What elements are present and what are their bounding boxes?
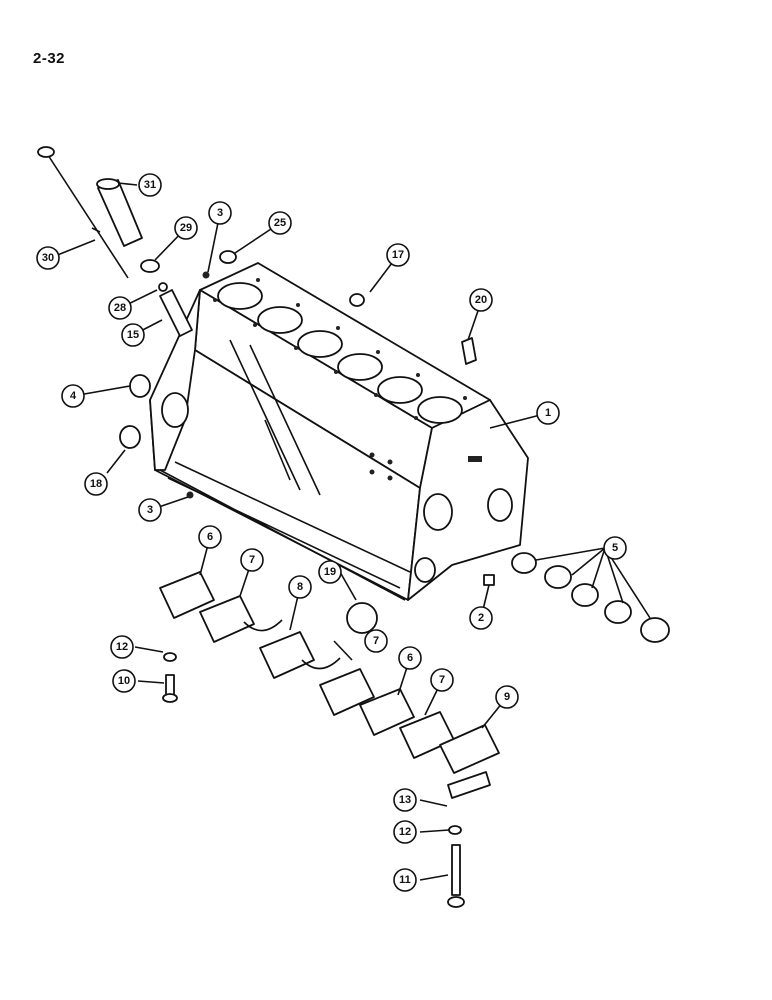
- o-ring: [158, 282, 168, 292]
- callout-7-right: 7: [430, 668, 454, 692]
- callout-3-top: 3: [208, 201, 232, 225]
- callout-25: 25: [268, 211, 292, 235]
- cylinder-block: [149, 262, 529, 601]
- callout-label: 7: [373, 635, 379, 647]
- callout-3-bottom: 3: [138, 498, 162, 522]
- callout-label: 9: [504, 691, 510, 703]
- callout-label: 15: [127, 329, 139, 341]
- callout-29: 29: [174, 216, 198, 240]
- callout-6-right: 6: [398, 646, 422, 670]
- callout-label: 6: [407, 652, 413, 664]
- callout-label: 1: [545, 407, 551, 419]
- callout-20: 20: [469, 288, 493, 312]
- callout-30: 30: [36, 246, 60, 270]
- callout-2: 2: [469, 606, 493, 630]
- callout-label: 31: [144, 179, 156, 191]
- callout-label: 28: [114, 302, 126, 314]
- dowel-2: [483, 574, 495, 586]
- callout-label: 17: [392, 249, 404, 261]
- callout-label: 11: [399, 874, 411, 886]
- plug-small: [186, 271, 210, 499]
- page-number: 2-32: [33, 50, 66, 67]
- callout-17: 17: [386, 243, 410, 267]
- callout-label: 12: [399, 826, 411, 838]
- callout-label: 5: [612, 542, 618, 554]
- callout-label: 20: [475, 294, 487, 306]
- callout-15: 15: [121, 323, 145, 347]
- bolts: [162, 652, 491, 908]
- rear-seal: [119, 425, 141, 449]
- dipstick: [37, 146, 129, 279]
- callout-label: 30: [42, 252, 54, 264]
- callout-label: 3: [147, 504, 153, 516]
- callout-31: 31: [138, 173, 162, 197]
- callout-label: 19: [324, 566, 336, 578]
- callout-label: 25: [274, 217, 286, 229]
- callout-label: 13: [399, 794, 411, 806]
- callout-5: 5: [603, 536, 627, 560]
- callout-9: 9: [495, 685, 519, 709]
- sleeve: [159, 289, 193, 337]
- callout-11: 11: [393, 868, 417, 892]
- callout-label: 10: [118, 675, 130, 687]
- callout-label: 4: [70, 390, 77, 402]
- callout-10: 10: [112, 669, 136, 693]
- core-plug: [129, 374, 151, 398]
- fitting-20: [461, 337, 477, 365]
- bearing-caps: [159, 571, 500, 774]
- callout-label: 18: [90, 478, 102, 490]
- callout-8: 8: [288, 575, 312, 599]
- callout-label: 2: [478, 612, 484, 624]
- plug-19: [346, 602, 378, 634]
- callout-label: 7: [249, 554, 255, 566]
- callout-18: 18: [84, 472, 108, 496]
- callout-1: 1: [536, 401, 560, 425]
- callout-6-left: 6: [198, 525, 222, 549]
- tube-clamp: [140, 259, 160, 273]
- thrust-washers: [243, 619, 341, 670]
- callout-7-left: 7: [240, 548, 264, 572]
- main-bearing-bushings: [511, 552, 670, 643]
- callout-label: 12: [116, 641, 128, 653]
- plug-17: [349, 293, 365, 307]
- callout-19: 19: [318, 560, 342, 584]
- callout-label: 29: [180, 222, 192, 234]
- callout-label: 6: [207, 531, 213, 543]
- callout-label: 7: [439, 674, 445, 686]
- callout-12-left: 12: [110, 635, 134, 659]
- callout-4: 4: [61, 384, 85, 408]
- callout-12-right: 12: [393, 820, 417, 844]
- plug-25: [219, 250, 237, 264]
- dipstick-tube: [96, 178, 143, 247]
- callout-label: 8: [297, 581, 303, 593]
- callout-label: 3: [217, 207, 223, 219]
- callout-13: 13: [393, 788, 417, 812]
- callout-7-middle: 7: [364, 629, 388, 653]
- callout-28: 28: [108, 296, 132, 320]
